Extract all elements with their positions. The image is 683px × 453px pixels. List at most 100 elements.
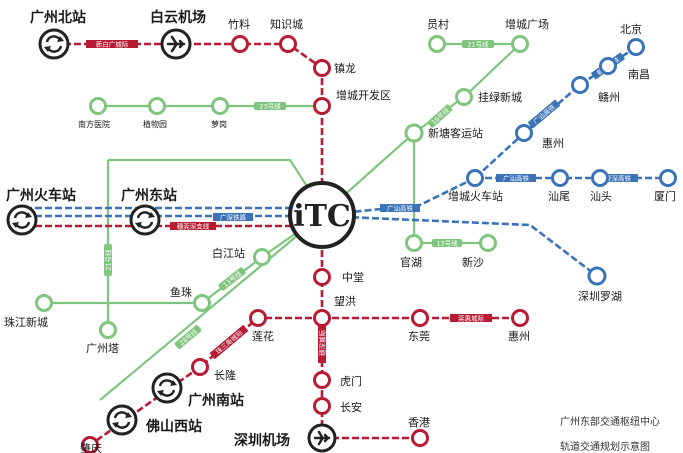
label-gualv: 挂绿新城 (478, 90, 522, 104)
station-shanwei (551, 169, 569, 187)
station-wanghong (313, 309, 331, 327)
hub-icons (6, 28, 337, 453)
svg-text:穗莞深支线: 穗莞深支线 (177, 222, 210, 231)
station-nanchang (599, 57, 617, 75)
label-gz-east: 广州东站 (121, 187, 177, 204)
label-gz-south: 广州南站 (188, 392, 244, 409)
label-ganzhou: 赣州 (598, 90, 620, 104)
station-south-hospital (89, 97, 107, 115)
svg-text:厦深高铁: 厦深高铁 (605, 174, 632, 183)
svg-text:莞惠城际: 莞惠城际 (458, 314, 485, 323)
label-zhenlong: 镇龙 (334, 61, 356, 75)
label-hongkong: 香港 (408, 416, 430, 429)
label-sz-airport: 深圳机场 (234, 432, 290, 449)
label-zhujiang-xc: 珠江新城 (4, 315, 48, 329)
tag-l16: 16号线 (427, 104, 453, 128)
label-yuancun: 员村 (427, 17, 449, 31)
rail-icon (106, 404, 138, 436)
label-luogang: 萝岗 (211, 119, 227, 129)
station-zhuliao (231, 35, 249, 53)
svg-text:13号线: 13号线 (436, 239, 458, 248)
tag-l23: 23号线 (254, 102, 286, 111)
label-shanwei: 汕尾 (548, 190, 570, 203)
label-huizhou-n: 惠州 (542, 136, 564, 150)
itc-hub: iTC (288, 181, 356, 249)
label-xiamen: 厦门 (654, 189, 676, 203)
station-xintang (404, 123, 424, 143)
line-28 (99, 214, 323, 401)
tag-guangshen: 广深铁路 (213, 213, 253, 222)
tag-l13-right: 13号线 (432, 239, 462, 248)
label-botanic: 植物园 (143, 119, 167, 129)
tag-suiguanshen: 穗莞深支线 (170, 222, 216, 231)
station-luogang (211, 97, 229, 115)
svg-text:广汕高铁: 广汕高铁 (387, 204, 414, 213)
station-zengcheng-kfq (313, 97, 331, 115)
svg-text:21号线: 21号线 (467, 40, 489, 49)
label-zhongtang: 中堂 (342, 271, 364, 284)
label-wanghong: 望洪 (334, 294, 356, 308)
station-xinsha (479, 234, 497, 252)
station-beijing (627, 38, 645, 56)
tag-guangshan2: 广汕高铁 (496, 174, 536, 183)
label-sz-luohu: 深圳罗湖 (578, 290, 622, 303)
blue-stations (466, 38, 677, 286)
labels: 广州北站 白云机场 竹料 知识城 镇龙 增城开发区 员村 增城广场 挂绿新城 新… (4, 9, 676, 453)
airplane-icon (160, 28, 192, 60)
tag-guangshan: 广汕高铁 (380, 204, 420, 213)
label-zhuliao: 竹料 (228, 17, 250, 31)
station-zengcheng-plaza (511, 35, 529, 53)
rail-icon (6, 204, 38, 236)
rail-icon (151, 372, 183, 404)
label-changan: 长安 (340, 400, 362, 414)
station-dongguan (411, 309, 429, 327)
svg-text:广汕高铁: 广汕高铁 (503, 174, 530, 183)
station-changan (313, 397, 331, 415)
tag-guanhuicj: 莞惠城际 (450, 314, 492, 323)
station-botanic (148, 97, 166, 115)
station-zengcheng-rail (466, 169, 484, 187)
station-yuancun (428, 35, 446, 53)
station-yuzhu (193, 294, 211, 312)
station-zhishicheng (279, 35, 297, 53)
tag-l21-left: 21号线 (104, 244, 113, 276)
tag-guanghuishan: 广汕高铁 (527, 99, 561, 129)
label-dongguan: 东莞 (408, 330, 430, 343)
svg-text:穗深城际: 穗深城际 (318, 330, 327, 357)
station-lianhua (249, 309, 267, 327)
label-zhaoqing: 肇庆 (80, 441, 102, 453)
label-guanhu: 官湖 (400, 255, 422, 269)
station-humen (313, 371, 331, 389)
rail-icon (129, 204, 161, 236)
tag-pearl-west: 珠三角城际 (209, 324, 249, 360)
green-stations (35, 35, 529, 339)
svg-text:21号线: 21号线 (104, 249, 113, 271)
label-gz-north: 广州北站 (30, 9, 86, 26)
station-canton-tower (99, 321, 117, 339)
station-changlong (191, 358, 209, 376)
label-shantou: 汕头 (590, 190, 612, 203)
label-zhishicheng: 知识城 (270, 17, 303, 31)
station-huizhou-n (515, 124, 533, 142)
svg-text:广汕高铁: 广汕高铁 (531, 102, 557, 126)
rail-icon (38, 28, 70, 60)
station-sz-luohu (587, 266, 607, 286)
label-zengcheng-rail: 增城火车站 (448, 189, 503, 203)
label-baijiang: 白江站 (212, 246, 245, 260)
itc-label: iTC (293, 199, 351, 234)
station-zhenlong (313, 59, 331, 77)
station-guanhu (405, 234, 423, 252)
svg-text:新白广城际: 新白广城际 (96, 40, 129, 49)
caption-line2: 轨道交通规划示意图 (560, 440, 650, 453)
map-caption: 广州东部交通枢纽中心 轨道交通规划示意图 (560, 415, 660, 453)
station-baijiang (253, 248, 271, 266)
tag-xiashan: 厦深高铁 (598, 174, 638, 183)
label-huizhou-s: 惠州 (508, 329, 530, 343)
station-hongkong (411, 429, 429, 447)
label-nanchang: 南昌 (628, 68, 650, 81)
station-shantou (591, 169, 609, 187)
label-foshan-west: 佛山西站 (145, 418, 202, 435)
airplane-icon (307, 423, 337, 453)
label-changlong: 长隆 (214, 368, 236, 382)
